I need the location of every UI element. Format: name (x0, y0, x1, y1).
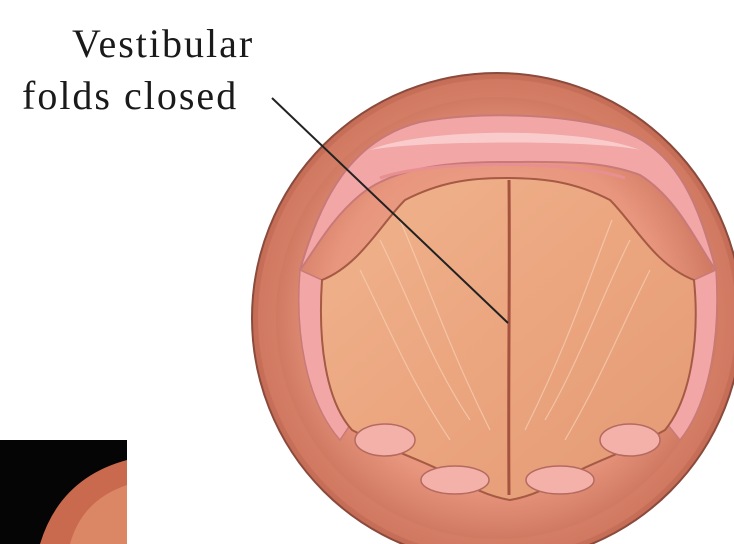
label-vestibular: Vestibular (72, 24, 254, 64)
label-folds-closed: folds closed (22, 76, 238, 116)
inset-photo-fragment (0, 440, 127, 544)
midline (509, 180, 510, 495)
